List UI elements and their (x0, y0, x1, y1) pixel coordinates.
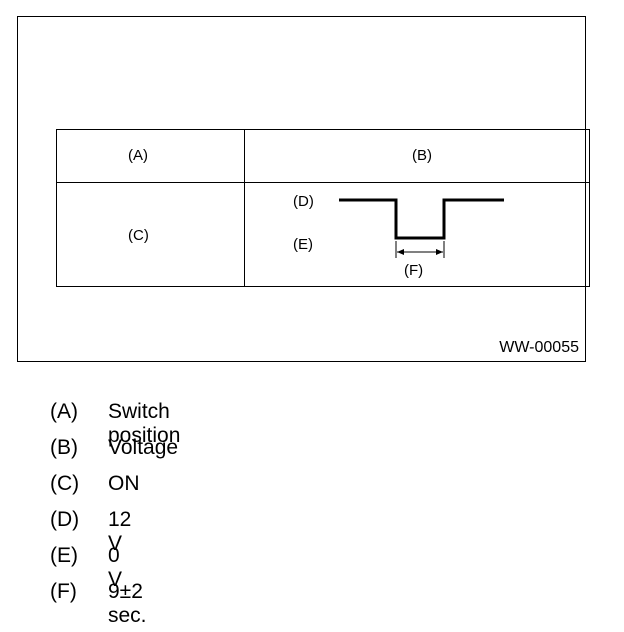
pulse-trace (339, 198, 504, 240)
legend-value: Voltage (108, 436, 179, 459)
level-low-label: (E) (293, 236, 313, 253)
legend-key: (D) (50, 508, 80, 531)
legend-key: (E) (50, 544, 78, 567)
figure-id: WW-00055 (499, 339, 579, 356)
voltage-waveform (339, 198, 504, 258)
header-a-label: (A) (128, 147, 148, 164)
legend-key: (C) (50, 472, 80, 495)
legend-key: (B) (50, 436, 78, 459)
diagram-frame: (A) (B) (C) (D) (E) (F) WW-00055 (17, 16, 590, 362)
legend-value: ON (108, 472, 140, 495)
table-row-divider (57, 182, 589, 183)
legend-value: Switch position (108, 400, 181, 447)
legend-value: 12 V (108, 508, 132, 555)
legend-key: (A) (50, 400, 78, 423)
signal-table: (A) (B) (C) (D) (E) (F) (56, 129, 590, 287)
duration-label: (F) (404, 262, 424, 279)
legend-key: (F) (50, 580, 77, 603)
table-column-divider (244, 130, 245, 286)
row-c-label: (C) (128, 227, 149, 244)
duration-arrowhead-left (397, 249, 404, 255)
level-high-label: (D) (293, 193, 314, 210)
header-b-label: (B) (412, 147, 432, 164)
legend-value: 9±2 sec. (108, 580, 147, 627)
legend-value: 0 V (108, 544, 123, 591)
duration-arrowhead-right (436, 249, 443, 255)
